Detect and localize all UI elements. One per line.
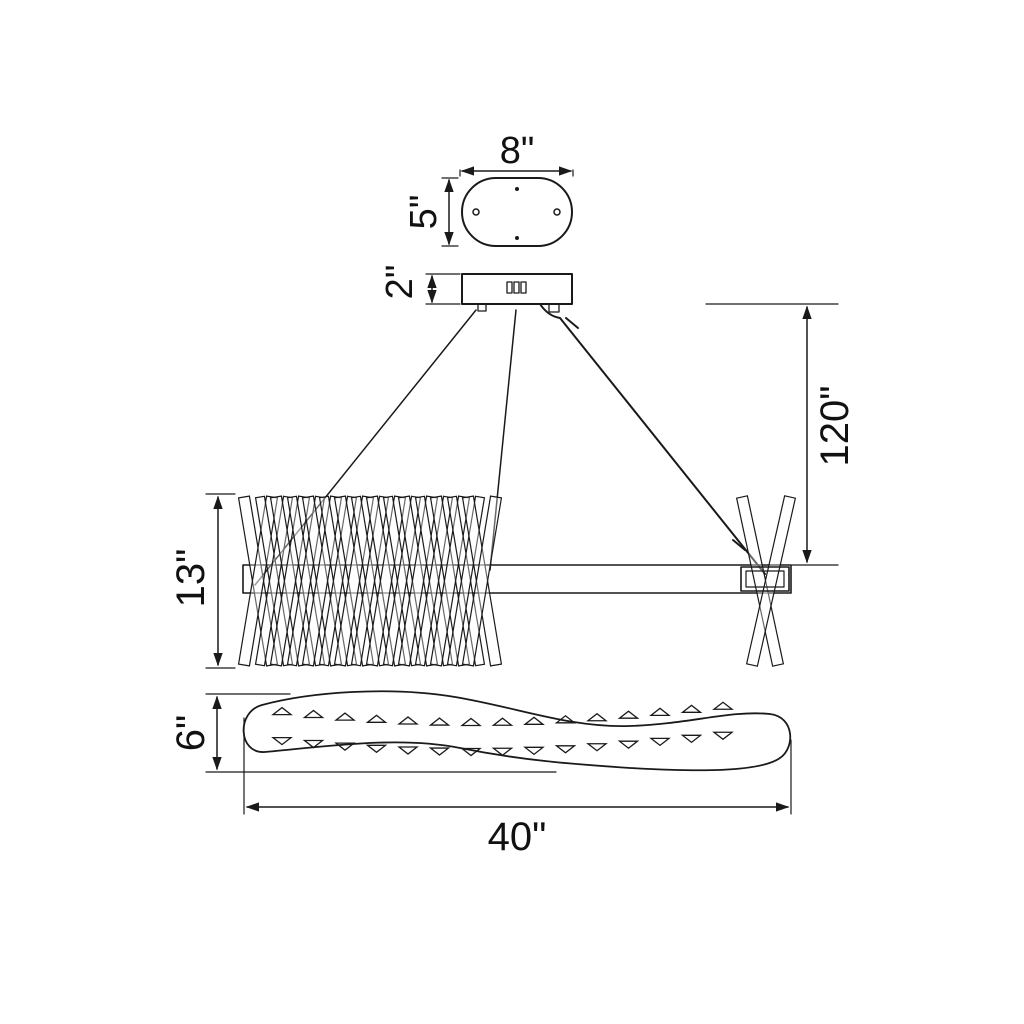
canopy-side-view xyxy=(461,273,573,313)
crystal-triangle xyxy=(302,709,325,719)
crystal-rod xyxy=(735,495,785,667)
fixture-height-dimension: 13" xyxy=(169,493,236,669)
hanging-length-label: 120" xyxy=(813,386,857,467)
crystal-rod xyxy=(237,495,279,667)
canopy-width-dimension: 8" xyxy=(459,130,574,177)
crystal-rod xyxy=(446,495,486,667)
crystal-rod xyxy=(269,495,311,667)
crystal-triangle xyxy=(617,710,640,719)
crystal-triangle xyxy=(271,706,293,716)
crystal-rod xyxy=(301,495,343,667)
fixture-side-elevation xyxy=(237,495,797,667)
crystal-triangle xyxy=(271,736,293,746)
crystal-triangle xyxy=(649,737,671,747)
crystal-triangle xyxy=(491,747,514,757)
crystal-rod xyxy=(365,495,407,667)
crystal-rod xyxy=(429,495,471,667)
crystal-triangle xyxy=(680,734,703,744)
hanging-length-dimension: 120" xyxy=(705,303,857,566)
crystal-rod-cluster xyxy=(237,495,797,667)
canopy-depth-label: 5" xyxy=(403,195,445,230)
canopy-depth-dimension: 5" xyxy=(403,177,459,247)
crystal-triangle xyxy=(617,740,640,750)
crystal-rod xyxy=(745,495,797,667)
crystal-triangle xyxy=(460,747,482,757)
crystal-triangle xyxy=(428,717,451,726)
crystal-triangle xyxy=(523,746,545,756)
crystal-triangle xyxy=(428,747,451,756)
crystal-triangle xyxy=(365,744,388,754)
crystal-triangle xyxy=(397,716,419,725)
crystal-rod xyxy=(461,495,503,667)
fixture-depth-label: 6" xyxy=(169,715,213,751)
crystal-rod xyxy=(461,495,503,667)
crystal-triangle-row xyxy=(271,701,734,757)
fixture-width-dimension: 40" xyxy=(243,717,792,859)
crystal-triangle xyxy=(586,743,608,752)
crystal-triangle xyxy=(586,712,608,722)
crystal-triangle xyxy=(460,717,482,727)
crystal-triangle xyxy=(334,742,356,751)
crystal-triangle xyxy=(302,739,325,749)
fixture-width-label: 40" xyxy=(488,815,547,859)
crystal-triangle xyxy=(680,704,703,713)
crystal-triangle xyxy=(523,716,545,725)
crystal-triangle xyxy=(554,745,577,754)
crystal-triangle xyxy=(649,707,671,717)
fixture-height-label: 13" xyxy=(169,549,213,608)
canopy-height-label: 2" xyxy=(379,265,421,300)
crystal-rod xyxy=(333,495,375,667)
crystal-triangle xyxy=(397,746,419,755)
crystal-triangle xyxy=(334,712,356,721)
crystal-triangle xyxy=(491,717,514,726)
canopy-height-dimension: 2" xyxy=(379,265,461,305)
crystal-triangle xyxy=(365,714,388,723)
fixture-depth-dimension: 6" xyxy=(169,693,557,773)
crystal-triangle xyxy=(712,731,734,741)
canopy-width-label: 8" xyxy=(500,130,535,172)
canopy-top-view xyxy=(461,177,573,247)
crystal-triangle xyxy=(712,701,734,710)
fixture-plan-view xyxy=(242,690,792,772)
crystal-triangle xyxy=(554,714,577,724)
crystal-rod xyxy=(397,495,439,667)
